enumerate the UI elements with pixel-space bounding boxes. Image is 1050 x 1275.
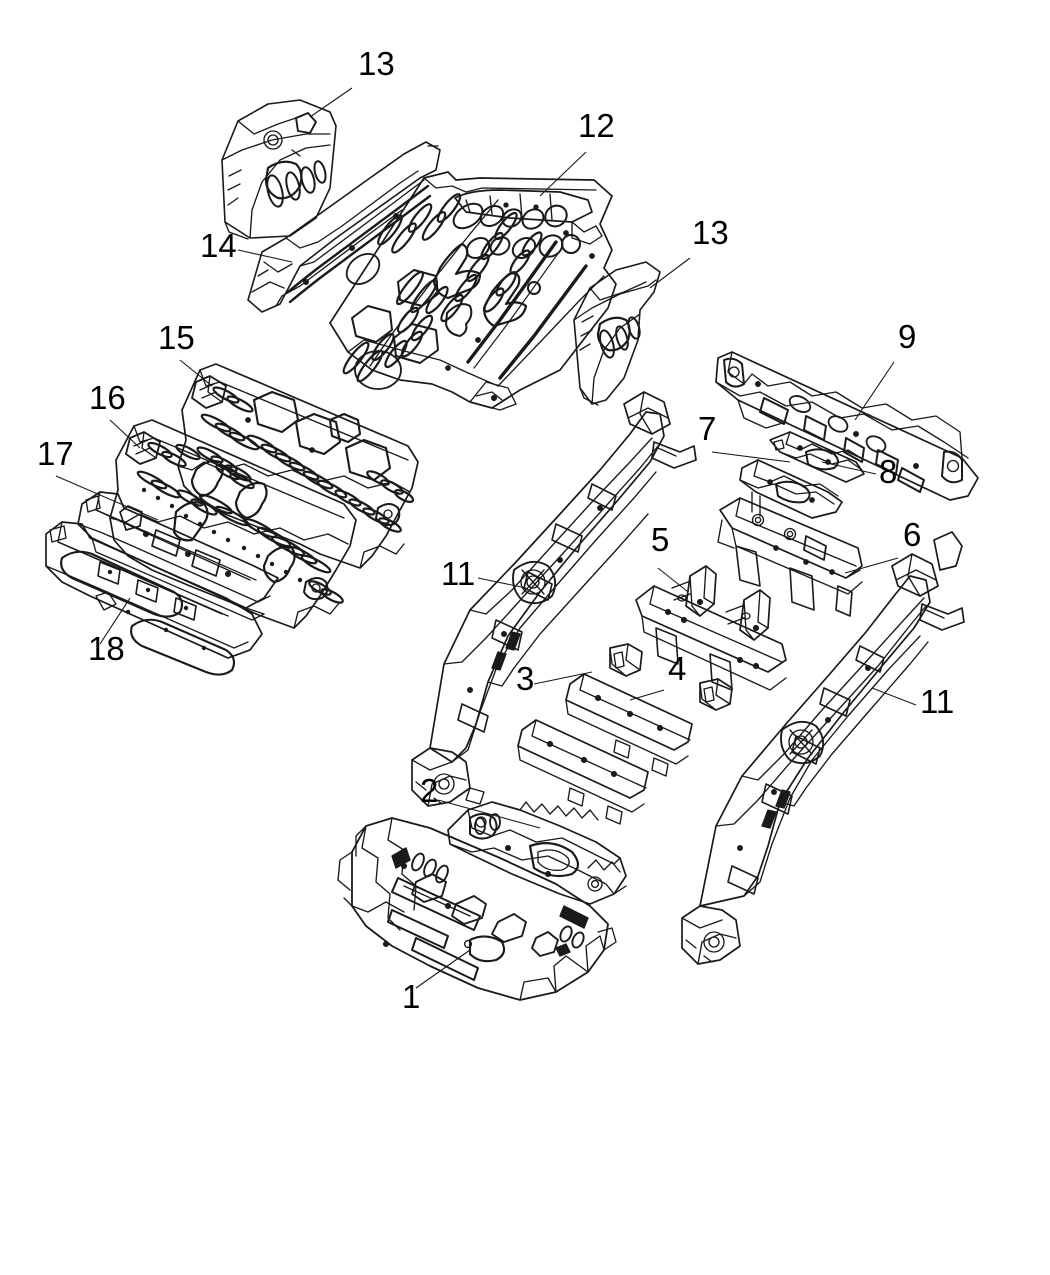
- callout-number-rear-crossmember: 6: [903, 516, 921, 553]
- part-seat-crossmember: [635, 565, 787, 691]
- part-front-floor-pan-left: [109, 419, 357, 629]
- leader-line-right-rear-frame-rail: [871, 687, 917, 706]
- part-rear-closure-panel: [715, 351, 979, 501]
- leader-line-rocker-panel-inner-lower: [99, 597, 131, 645]
- leader-line-floor-reinforcement-rail-pair: [533, 671, 593, 685]
- callout-leader-lines: [55, 87, 917, 989]
- part-rear-lower-panel: [337, 817, 617, 1001]
- part-rear-seat-crossmember: [447, 801, 627, 905]
- callout-number-rear-floor-pan: 12: [578, 107, 615, 144]
- part-floor-side-member-left: [247, 141, 441, 313]
- leader-line-front-floor-pan-left: [109, 419, 141, 449]
- leader-line-front-seat-crossmember: [657, 567, 689, 593]
- callout-number-reinforcement-bracket-upper: 7: [698, 410, 716, 447]
- part-rear-crossmember: [717, 497, 863, 617]
- leader-line-left-wheelhouse-inner-panel: [309, 87, 353, 118]
- part-front-floor-pan-right: [177, 363, 419, 569]
- part-rear-floor-pan: [329, 171, 617, 411]
- callout-number-right-wheelhouse-inner-panel: 13: [692, 214, 729, 251]
- callout-number-left-rear-frame-rail: 11: [441, 555, 475, 592]
- callout-number-reinforcement-bracket-lower: 8: [879, 453, 897, 490]
- leader-line-reinforcement-bracket-upper: [711, 451, 791, 463]
- leader-line-right-wheelhouse-inner-panel: [649, 257, 691, 289]
- callout-number-right-rear-frame-rail: 11: [920, 683, 954, 720]
- callout-number-rear-crossmember-lower-panel: 1: [402, 978, 420, 1015]
- leader-line-rear-floor-pan: [539, 151, 587, 197]
- callout-number-floor-reinforcement-rail-pair: 3: [516, 660, 534, 697]
- part-reinforcement-lower: [739, 459, 843, 519]
- part-reinforcement-upper: [769, 431, 865, 483]
- leader-line-front-floor-pan-right: [179, 359, 213, 387]
- callout-number-rocker-panel-inner-upper: 17: [37, 435, 74, 472]
- callout-number-front-floor-pan-right: 15: [158, 319, 195, 356]
- callout-number-rear-closure-panel: 9: [898, 318, 916, 355]
- part-bracket-upper: [609, 643, 643, 677]
- part-wheelhouse-right: [573, 261, 661, 406]
- callout-number-left-wheelhouse-inner-panel: 13: [358, 45, 395, 82]
- leader-line-rear-closure-panel: [854, 361, 895, 421]
- part-wheelhouse-left: [221, 99, 337, 240]
- leader-line-rear-crossmember-lower-panel: [415, 949, 471, 989]
- part-frame-rail-right: [681, 531, 965, 965]
- leader-line-rocker-panel-inner-upper: [55, 475, 159, 521]
- callout-number-left-floor-side-member: 14: [200, 227, 237, 264]
- part-rocker-inner-upper: [77, 491, 279, 621]
- part-rocker-inner-lower: [45, 521, 263, 676]
- callout-number-front-floor-pan-left: 16: [89, 379, 126, 416]
- leader-line-mounting-bracket: [629, 689, 665, 701]
- leader-line-left-floor-side-member: [237, 249, 293, 263]
- part-frame-rail-left: [411, 391, 697, 807]
- leader-line-rear-crossmember: [844, 557, 899, 574]
- callout-number-front-seat-crossmember: 5: [651, 521, 669, 558]
- callout-number-mounting-bracket: 4: [668, 650, 686, 687]
- leader-line-left-rear-frame-rail: [477, 577, 527, 589]
- part-bracket-lower: [699, 678, 733, 711]
- diagram-artwork: [45, 99, 979, 1001]
- callout-number-rear-seat-crossmember: 2: [420, 772, 438, 809]
- leader-line-reinforcement-bracket-lower: [821, 461, 877, 475]
- part-floor-rail-lower: [517, 719, 649, 825]
- callout-number-rocker-panel-inner-lower: 18: [88, 630, 125, 667]
- leader-line-rear-seat-crossmember: [437, 799, 541, 829]
